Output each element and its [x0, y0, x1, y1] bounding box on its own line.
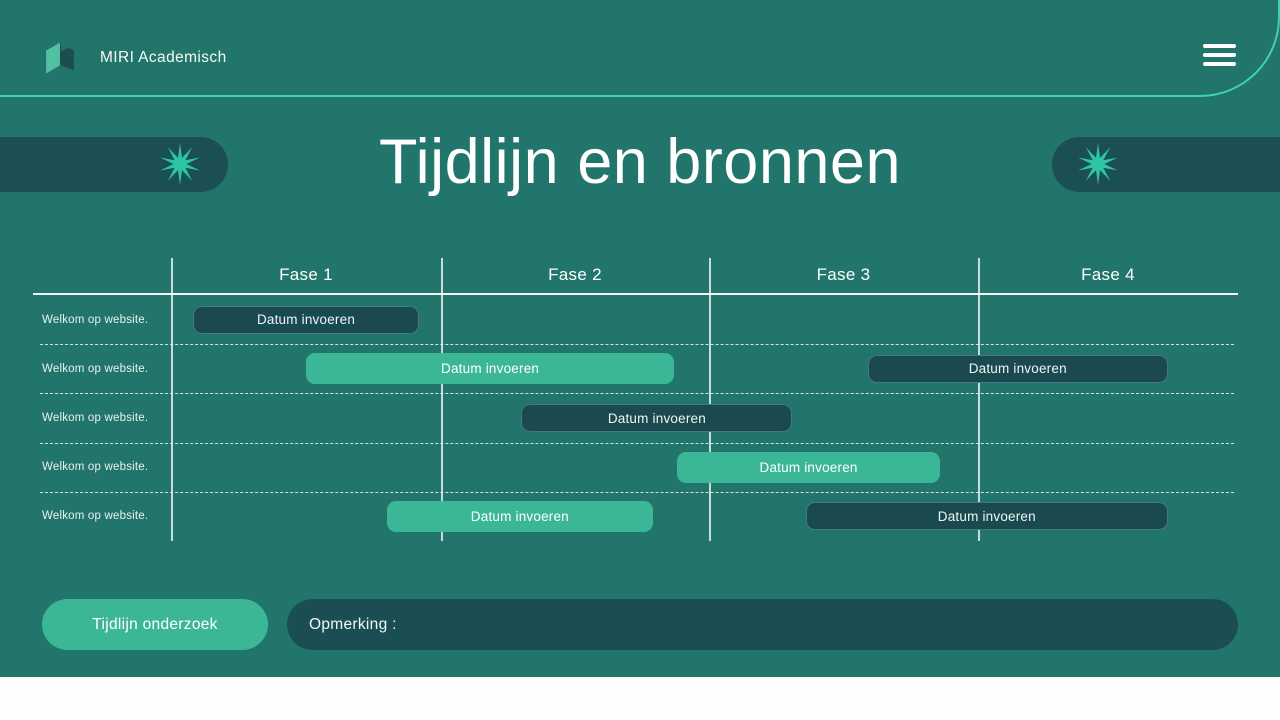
brand-name: MIRI Academisch: [100, 49, 227, 66]
open-book-logo-icon: [46, 41, 74, 74]
datum-bar[interactable]: Datum invoeren: [805, 502, 1168, 531]
row-label: Welkom op website.: [42, 411, 149, 424]
datum-bar[interactable]: Datum invoeren: [521, 404, 793, 432]
starburst-icon: [1078, 143, 1118, 185]
row-label: Welkom op website.: [42, 510, 149, 523]
column-divider: [978, 258, 980, 541]
row-separator: [40, 491, 1234, 493]
datum-bar[interactable]: Datum invoeren: [676, 451, 941, 483]
row-label: Welkom op website.: [42, 313, 149, 326]
timeline-research-button[interactable]: Tijdlijn onderzoek: [42, 599, 268, 650]
datum-bar[interactable]: Datum invoeren: [867, 354, 1168, 383]
row-label: Welkom op website.: [42, 362, 149, 375]
datum-bar[interactable]: Datum invoeren: [192, 305, 420, 334]
column-header: Fase 3: [816, 265, 871, 284]
datum-bar[interactable]: Datum invoeren: [306, 353, 675, 385]
column-divider: [441, 258, 443, 541]
table-header-rule: [33, 293, 1238, 295]
hamburger-icon[interactable]: [1203, 44, 1236, 66]
decor-pill-left: [0, 137, 228, 192]
header-bar: MIRI Academisch: [0, 0, 1280, 97]
row-separator: [40, 344, 1234, 346]
datum-bar[interactable]: Datum invoeren: [387, 500, 653, 532]
note-field[interactable]: Opmerking :: [287, 599, 1238, 650]
column-header: Fase 2: [548, 265, 602, 284]
row-separator: [40, 442, 1234, 444]
starburst-icon: [160, 143, 200, 185]
slide-background: [0, 0, 1280, 677]
column-header: Fase 4: [1081, 265, 1135, 284]
column-header: Fase 1: [279, 265, 333, 284]
row-separator: [40, 393, 1234, 395]
row-label: Welkom op website.: [42, 461, 149, 474]
column-divider: [709, 258, 711, 541]
brand: MIRI Academisch: [42, 39, 227, 77]
page-title: Tijdlijn en bronnen: [379, 127, 901, 197]
decor-pill-right: [1052, 137, 1280, 192]
column-divider: [171, 258, 173, 541]
